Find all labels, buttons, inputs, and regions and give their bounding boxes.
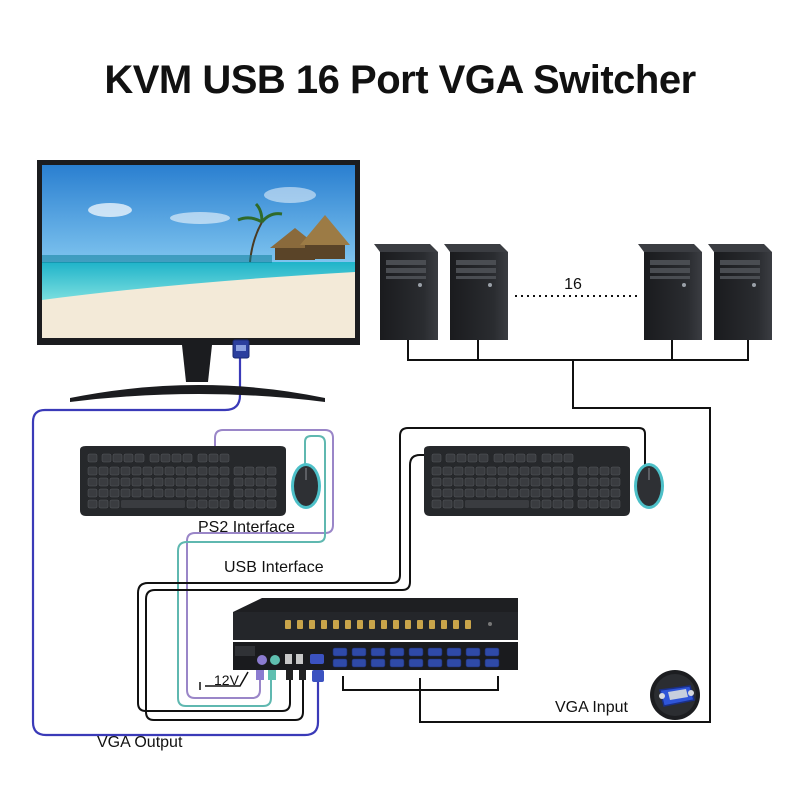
vga-input-label: VGA Input (555, 699, 628, 716)
ps2-cable (186, 429, 334, 699)
computer-tower-icon (444, 244, 508, 340)
count-label: 16 (564, 276, 582, 293)
computer-tower-icon (708, 244, 772, 340)
vga-input-cable-b (342, 676, 499, 691)
usb-black-cable-a (137, 427, 646, 712)
vga-output-label: VGA Output (97, 734, 183, 751)
diagram-title: KVM USB 16 Port VGA Switcher (104, 58, 696, 102)
vga-input-cable (419, 360, 711, 723)
kvm-switch-icon (233, 598, 518, 682)
ps2-interface-label: PS2 Interface (198, 519, 295, 536)
computer-tower-icon (638, 244, 702, 340)
power-label: 12V (214, 672, 240, 688)
keyboard-icon (80, 446, 286, 516)
computer-bus-cable (407, 340, 749, 361)
usb-interface-label: USB Interface (224, 559, 324, 576)
vga-connector-icon (650, 670, 700, 720)
power-cable (205, 671, 249, 687)
computer-tower-icon (374, 244, 438, 340)
monitor-icon (37, 160, 360, 402)
vga-output-cable (31, 352, 320, 737)
mouse-icon (634, 463, 664, 509)
mouse-icon (291, 463, 321, 509)
usb-black-cable-b (145, 454, 425, 721)
keyboard-icon (424, 446, 630, 516)
usb-cable (177, 435, 326, 707)
